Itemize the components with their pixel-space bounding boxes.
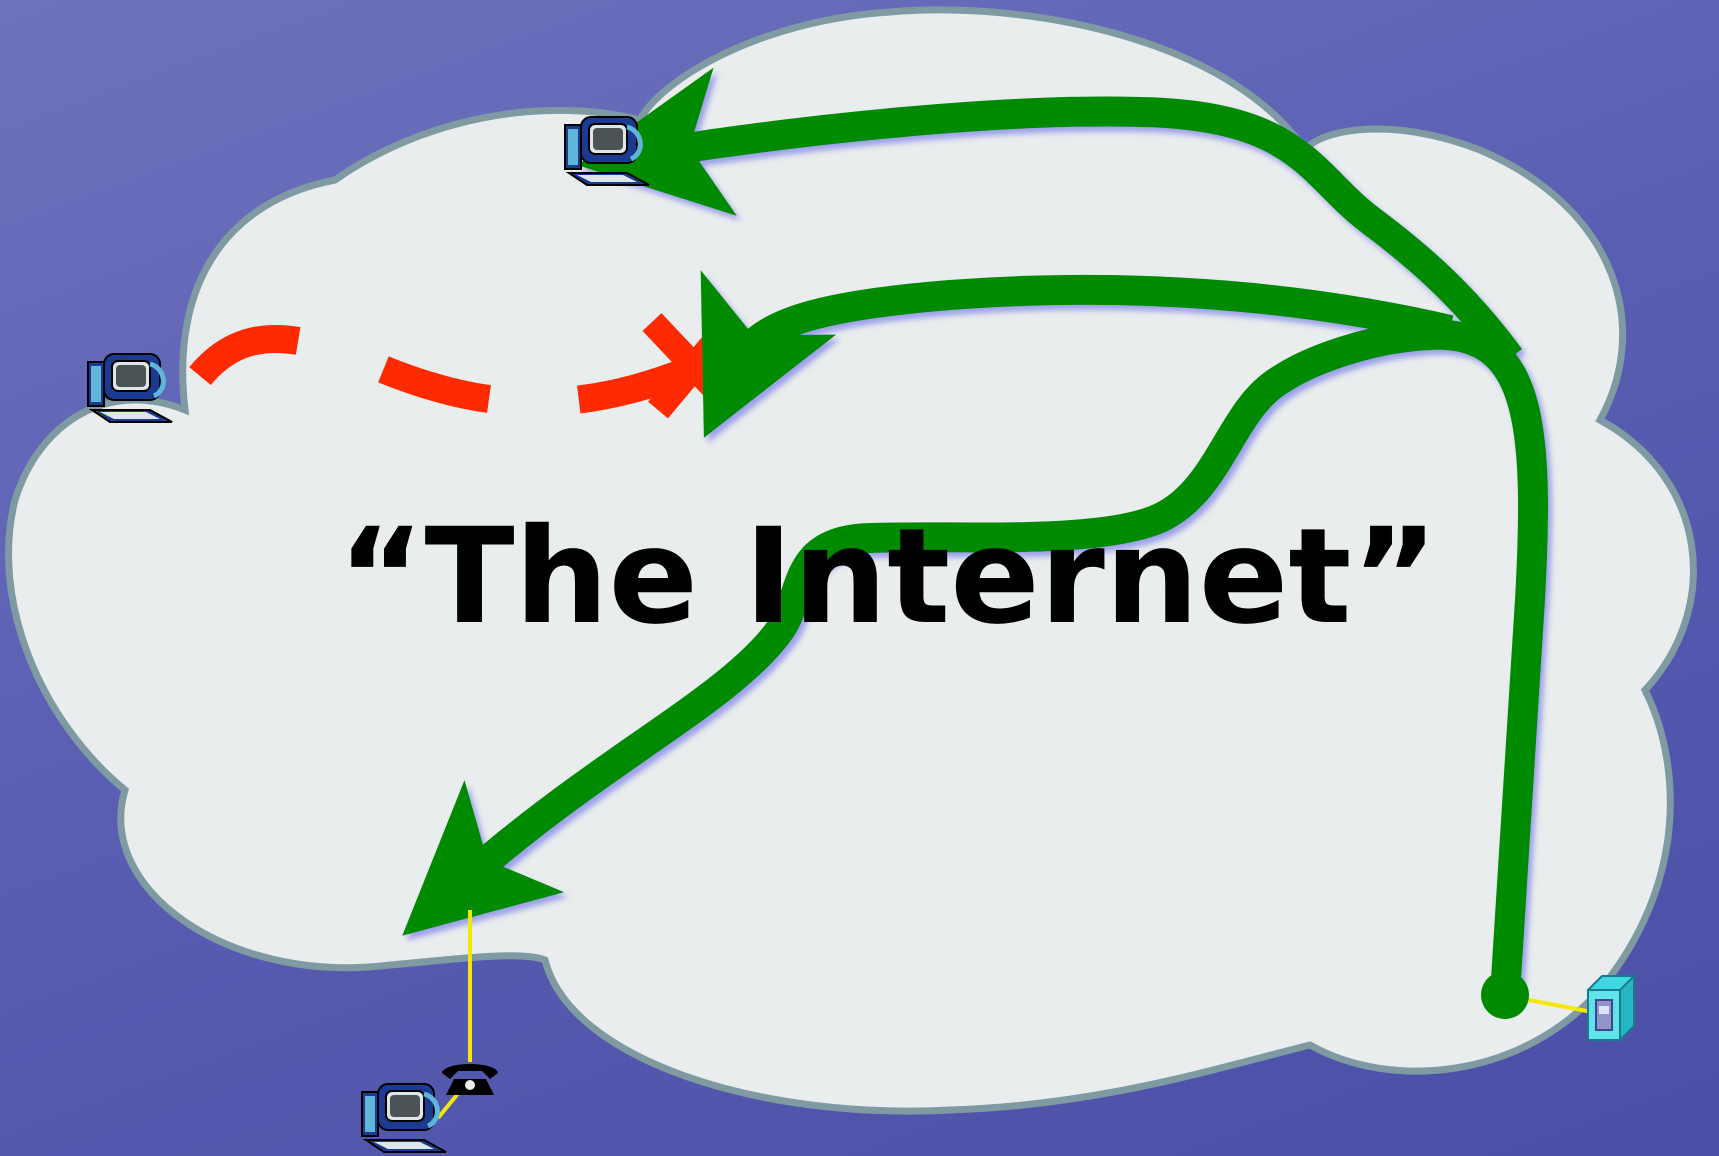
server-icon	[1588, 976, 1634, 1040]
route-origin-dot	[1481, 971, 1529, 1019]
desktop-computer-icon	[362, 1084, 446, 1152]
internet-label: “The Internet”	[338, 500, 1438, 654]
telephone-icon	[442, 1064, 498, 1095]
